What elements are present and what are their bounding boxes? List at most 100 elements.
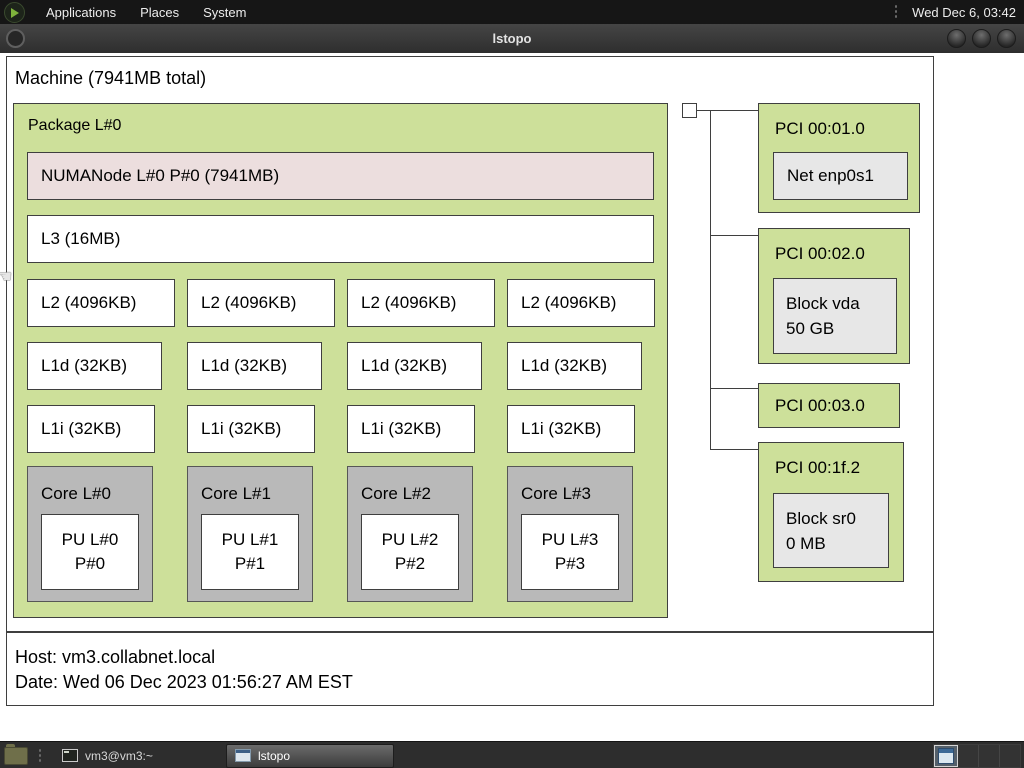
pu-label: PU L#2 xyxy=(381,530,439,549)
pci-box: PCI 00:01.0 Net enp0s1 xyxy=(758,103,920,213)
machine-label: Machine (7941MB total) xyxy=(15,68,207,88)
core-box: Core L#2 PU L#2 P#2 xyxy=(347,466,473,602)
numanode-label: NUMANode L#0 P#0 (7941MB) xyxy=(41,166,280,185)
l2-cache-box: L2 (4096KB) xyxy=(27,279,175,327)
maximize-button[interactable] xyxy=(972,29,991,48)
clock-applet[interactable]: Wed Dec 6, 03:42 xyxy=(912,4,1016,20)
pu-box: PU L#2 P#2 xyxy=(361,514,459,590)
pci-box: PCI 00:03.0 xyxy=(758,383,900,428)
l1i-cache-box: L1i (32KB) xyxy=(347,405,475,453)
net-device-box: Net enp0s1 xyxy=(773,152,908,200)
l2-cache-label: L2 (4096KB) xyxy=(41,293,137,312)
taskbar-item-terminal[interactable]: vm3@vm3:~ xyxy=(54,745,220,767)
l1d-cache-box: L1d (32KB) xyxy=(507,342,642,390)
pci-label: PCI 00:1f.2 xyxy=(775,458,861,477)
lstopo-canvas: Machine (7941MB total) Package L#0 NUMAN… xyxy=(0,53,1024,741)
pci-box: PCI 00:1f.2 Block sr0 0 MB xyxy=(758,442,904,582)
menu-places[interactable]: Places xyxy=(140,4,180,20)
pu-box: PU L#1 P#1 xyxy=(201,514,299,590)
pci-link-line xyxy=(710,388,758,389)
top-panel: Applications Places System Wed Dec 6, 03… xyxy=(0,0,1024,24)
window-title: lstopo xyxy=(492,31,532,46)
l1d-cache-label: L1d (32KB) xyxy=(521,356,607,375)
core-box: Core L#1 PU L#1 P#1 xyxy=(187,466,313,602)
pci-label: PCI 00:02.0 xyxy=(775,244,865,263)
bottom-taskbar: vm3@vm3:~ lstopo xyxy=(0,741,1024,768)
window-icon xyxy=(235,749,251,762)
l3-cache-label: L3 (16MB) xyxy=(41,229,121,248)
block-device-box: Block sr0 0 MB xyxy=(773,493,889,568)
taskbar-item-lstopo[interactable]: lstopo xyxy=(226,743,394,768)
l1i-cache-box: L1i (32KB) xyxy=(27,405,155,453)
pu-plabel: P#0 xyxy=(74,554,106,573)
l2-cache-label: L2 (4096KB) xyxy=(521,293,617,312)
workspace-window-thumb xyxy=(938,747,954,764)
pci-label: PCI 00:01.0 xyxy=(775,119,865,138)
pci-box: PCI 00:02.0 Block vda 50 GB xyxy=(758,228,910,364)
l1i-cache-label: L1i (32KB) xyxy=(201,419,282,438)
show-desktop-icon[interactable] xyxy=(4,743,28,765)
l1d-cache-box: L1d (32KB) xyxy=(187,342,322,390)
package-label: Package L#0 xyxy=(28,117,122,134)
l1d-cache-box: L1d (32KB) xyxy=(347,342,482,390)
date-label: Date: Wed 06 Dec 2023 01:56:27 AM EST xyxy=(15,672,353,692)
l1i-cache-label: L1i (32KB) xyxy=(521,419,602,438)
pu-plabel: P#1 xyxy=(234,554,266,573)
pu-box: PU L#0 P#0 xyxy=(41,514,139,590)
block-device-size: 50 GB xyxy=(786,319,835,338)
l1d-cache-label: L1d (32KB) xyxy=(41,356,127,375)
close-button[interactable] xyxy=(997,29,1016,48)
block-device-box: Block vda 50 GB xyxy=(773,278,897,354)
l2-cache-box: L2 (4096KB) xyxy=(187,279,335,327)
l2-cache-box: L2 (4096KB) xyxy=(347,279,495,327)
terminal-icon xyxy=(62,749,78,762)
distro-menu-icon[interactable] xyxy=(4,1,25,23)
legend-separator xyxy=(6,631,934,633)
pci-link-line xyxy=(710,235,758,236)
core-label: Core L#2 xyxy=(361,484,431,503)
window-controls xyxy=(947,29,1016,48)
l1i-cache-label: L1i (32KB) xyxy=(41,419,122,438)
net-device-label: Net enp0s1 xyxy=(787,166,874,185)
taskbar-handle-icon xyxy=(38,747,42,764)
l2-cache-label: L2 (4096KB) xyxy=(361,293,457,312)
window-titlebar[interactable]: lstopo xyxy=(0,24,1024,54)
pu-label: PU L#1 xyxy=(221,530,279,549)
pci-link-line xyxy=(710,449,758,450)
block-device-size: 0 MB xyxy=(786,533,826,553)
menu-applications[interactable]: Applications xyxy=(46,4,117,20)
block-device-label: Block vda xyxy=(786,294,860,313)
l2-cache-box: L2 (4096KB) xyxy=(507,279,655,327)
workspace-1[interactable] xyxy=(934,744,958,767)
hostbridge-box xyxy=(682,103,697,118)
core-label: Core L#3 xyxy=(521,484,591,503)
applet-handle-icon xyxy=(894,4,899,20)
l1d-cache-label: L1d (32KB) xyxy=(201,356,287,375)
pci-link-line xyxy=(697,110,758,111)
l2-cache-label: L2 (4096KB) xyxy=(201,293,297,312)
core-label: Core L#1 xyxy=(201,484,271,503)
workspace-2[interactable] xyxy=(958,744,979,767)
pci-label: PCI 00:03.0 xyxy=(775,395,865,415)
pu-plabel: P#3 xyxy=(554,554,586,573)
pu-plabel: P#2 xyxy=(394,554,426,573)
pci-trunk-line xyxy=(710,110,711,449)
core-label: Core L#0 xyxy=(41,484,111,503)
core-box: Core L#0 PU L#0 P#0 xyxy=(27,466,153,602)
workspace-switcher xyxy=(933,743,1021,768)
menu-system[interactable]: System xyxy=(203,4,247,20)
mouse-cursor-icon: ☚ xyxy=(0,267,13,286)
workspace-3[interactable] xyxy=(979,744,1000,767)
block-device-label: Block sr0 xyxy=(786,508,856,528)
pu-label: PU L#3 xyxy=(541,530,599,549)
l1d-cache-label: L1d (32KB) xyxy=(361,356,447,375)
minimize-button[interactable] xyxy=(947,29,966,48)
pu-label: PU L#0 xyxy=(61,530,119,549)
workspace-4[interactable] xyxy=(1000,744,1020,767)
host-label: Host: vm3.collabnet.local xyxy=(15,647,216,667)
window-menu-icon[interactable] xyxy=(6,29,25,48)
pu-box: PU L#3 P#3 xyxy=(521,514,619,590)
taskbar-item-label: vm3@vm3:~ xyxy=(85,748,153,763)
l1i-cache-label: L1i (32KB) xyxy=(361,419,442,438)
